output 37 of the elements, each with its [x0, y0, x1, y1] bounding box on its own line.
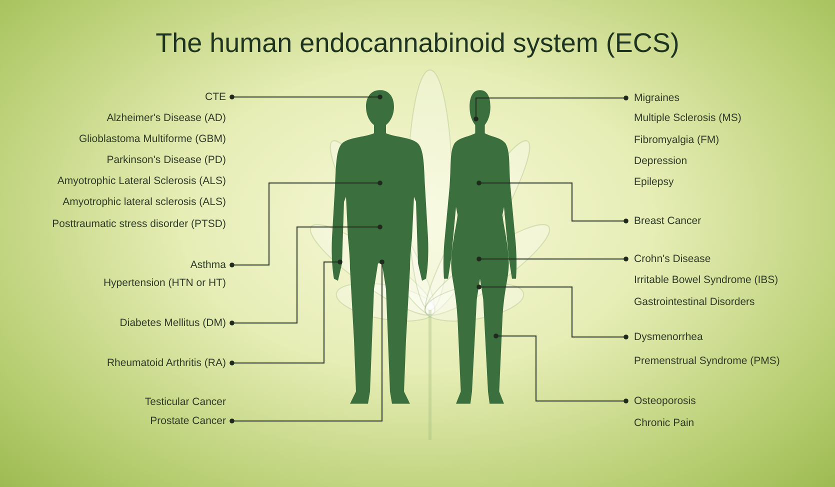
title: The human endocannabinoid system (ECS) — [154, 27, 680, 60]
condition-label: Migraines — [626, 91, 680, 105]
condition-label: Amyotrophic Lateral Sclerosis (ALS) — [57, 174, 227, 188]
leader-line — [474, 96, 628, 122]
condition-label: Glioblastoma Multiforme (GBM) — [78, 132, 227, 146]
condition-label: Parkinson's Disease (PD) — [106, 153, 227, 167]
condition-label: Breast Cancer — [626, 214, 702, 228]
condition-label: Irritable Bowel Syndrome (IBS) — [633, 273, 778, 287]
condition-label: Dysmenorrhea — [626, 330, 703, 344]
leader-line — [230, 260, 342, 366]
condition-label: CTE — [205, 90, 232, 104]
condition-label: Fibromyalgia (FM) — [633, 133, 720, 147]
leader-line — [476, 284, 628, 340]
leader-line — [494, 334, 628, 404]
leader-line — [230, 260, 384, 424]
condition-label: Hypertension (HTN or HT) — [103, 276, 227, 290]
condition-label: Alzheimer's Disease (AD) — [106, 111, 227, 125]
condition-label: Amyotrophic lateral sclerosis (ALS) — [62, 195, 227, 209]
condition-label: Chronic Pain — [633, 416, 694, 430]
condition-label: Crohn's Disease — [626, 252, 711, 266]
condition-label: Diabetes Mellitus (DM) — [120, 316, 232, 330]
condition-label: Prostate Cancer — [150, 414, 232, 428]
leader-line — [230, 180, 382, 268]
condition-label: Premenstrual Syndrome (PMS) — [633, 354, 780, 368]
leader-line — [230, 224, 382, 326]
condition-label: Osteoporosis — [626, 394, 696, 408]
condition-label: Multiple Sclerosis (MS) — [633, 111, 742, 125]
leader-line — [476, 256, 628, 262]
leader-line — [230, 94, 382, 100]
leader-line — [476, 180, 628, 224]
condition-label: Gastrointestinal Disorders — [633, 295, 755, 309]
condition-label: Testicular Cancer — [144, 395, 227, 409]
condition-label: Epilepsy — [633, 175, 674, 189]
condition-label: Asthma — [190, 258, 232, 272]
condition-label: Posttraumatic stress disorder (PTSD) — [52, 217, 227, 231]
condition-label: Depression — [633, 154, 688, 168]
condition-label: Rheumatoid Arthritis (RA) — [106, 356, 232, 370]
